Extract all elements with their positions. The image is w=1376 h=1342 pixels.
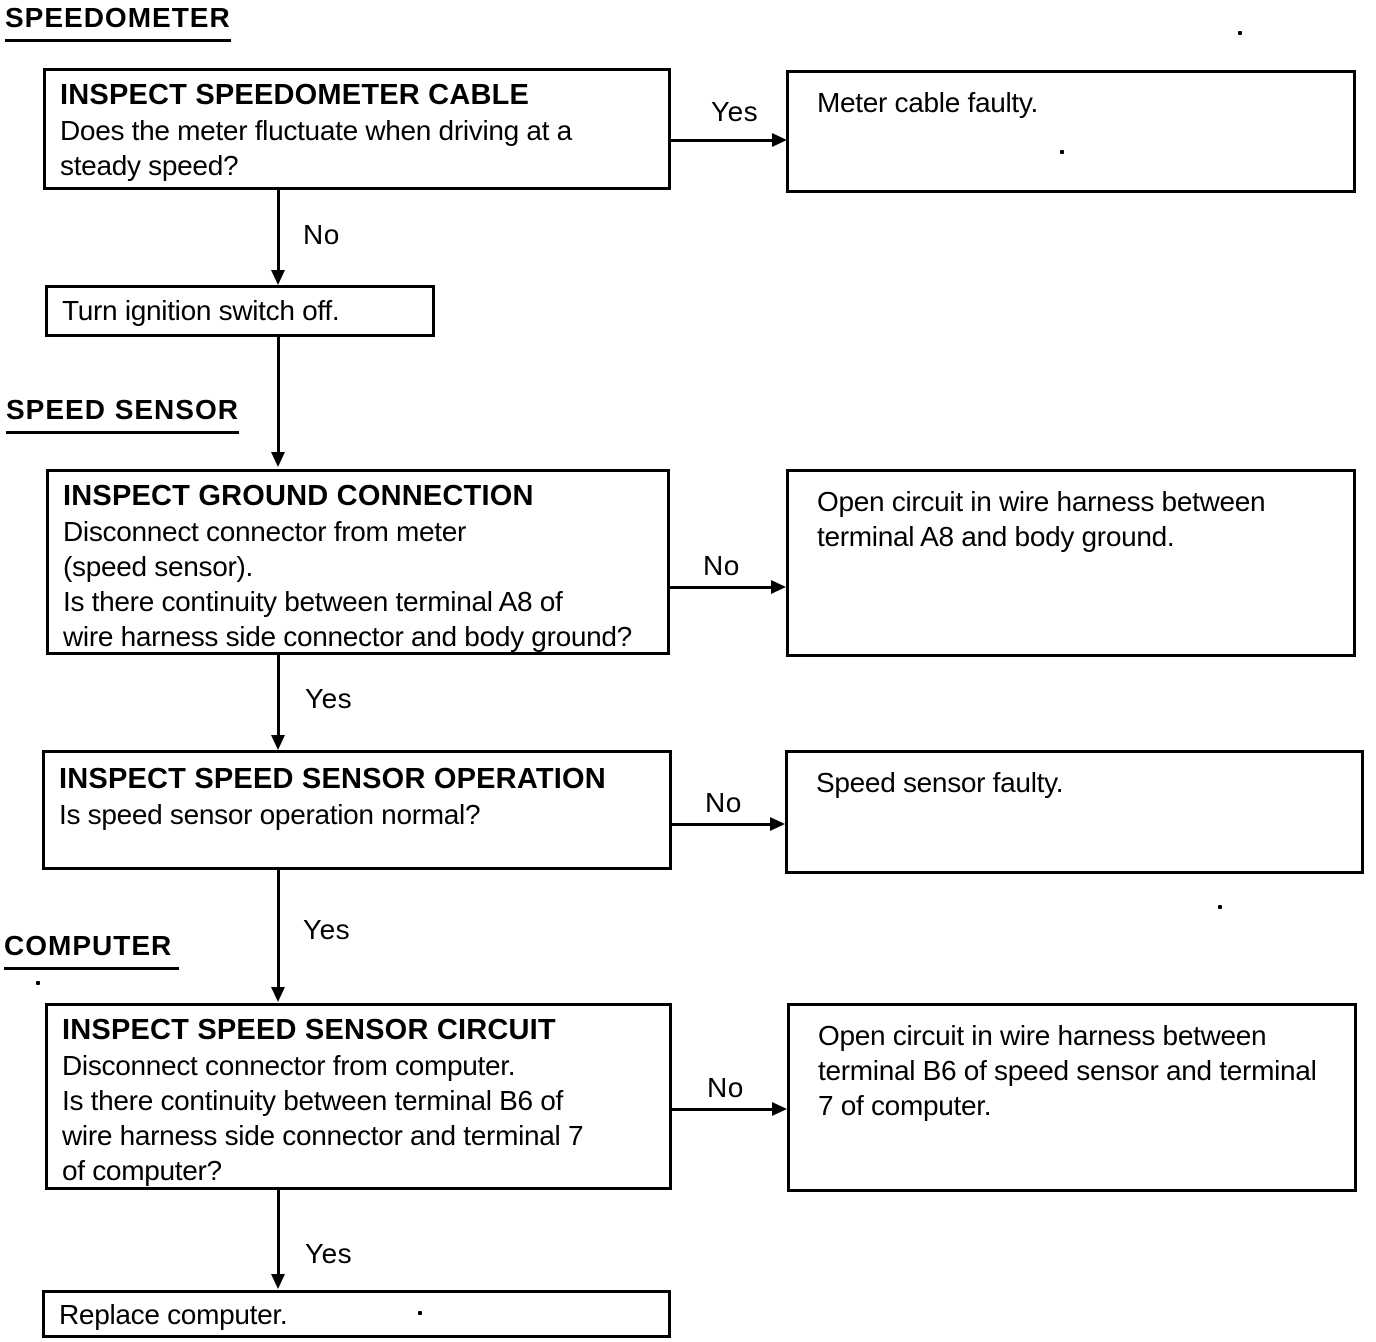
node-text-line: Meter cable faulty. <box>817 87 1038 118</box>
scan-speck <box>418 1311 422 1315</box>
arrowhead-icon <box>772 133 787 147</box>
node-text-line: (speed sensor). <box>63 551 254 582</box>
node-meter-cable-faulty: Meter cable faulty. <box>786 70 1356 193</box>
node-text-line: of computer? <box>62 1155 222 1186</box>
connector-line <box>670 823 772 826</box>
node-text-line: Disconnect connector from meter <box>63 516 467 547</box>
section-heading-speedometer: SPEEDOMETER <box>5 2 231 42</box>
node-text-line: Turn ignition switch off. <box>62 295 340 326</box>
edge-label-no: No <box>707 1072 744 1103</box>
edge-label-yes: Yes <box>303 914 351 945</box>
node-speed-sensor-faulty: Speed sensor faulty. <box>785 750 1364 874</box>
node-text-line: wire harness side connector and terminal… <box>62 1120 584 1151</box>
edge-label-yes: Yes <box>305 683 353 714</box>
arrowhead-icon <box>271 1274 285 1289</box>
scan-speck <box>36 981 40 985</box>
node-title: INSPECT GROUND CONNECTION <box>63 480 534 512</box>
node-inspect-speed-sensor-operation: INSPECT SPEED SENSOR OPERATION Is speed … <box>42 750 672 870</box>
node-text-line: Disconnect connector from computer. <box>62 1050 516 1081</box>
node-title: INSPECT SPEED SENSOR CIRCUIT <box>62 1014 556 1046</box>
arrowhead-icon <box>271 452 285 467</box>
node-text-line: wire harness side connector and body gro… <box>63 621 632 652</box>
node-text-line: Is there continuity between terminal B6 … <box>62 1085 564 1116</box>
node-open-circuit-a8: Open circuit in wire harness between ter… <box>786 469 1356 657</box>
connector-line <box>670 586 773 589</box>
node-open-circuit-b6: Open circuit in wire harness between ter… <box>787 1003 1357 1192</box>
connector-line <box>277 190 280 271</box>
node-text-line: terminal B6 of speed sensor and terminal <box>818 1055 1317 1086</box>
node-inspect-speedometer-cable: INSPECT SPEEDOMETER CABLE Does the meter… <box>43 68 671 190</box>
scan-speck <box>1218 905 1222 909</box>
node-replace-computer: Replace computer. <box>42 1290 671 1338</box>
node-text-line: 7 of computer. <box>818 1090 992 1121</box>
arrowhead-icon <box>271 987 285 1002</box>
connector-line <box>277 337 280 453</box>
node-text-line: Does the meter fluctuate when driving at… <box>60 115 572 146</box>
edge-label-no: No <box>705 787 742 818</box>
edge-label-no: No <box>303 219 340 250</box>
node-inspect-speed-sensor-circuit: INSPECT SPEED SENSOR CIRCUIT Disconnect … <box>45 1003 672 1190</box>
connector-line <box>671 139 773 142</box>
edge-label-yes: Yes <box>711 96 759 127</box>
arrowhead-icon <box>271 270 285 285</box>
scan-speck <box>1238 31 1242 35</box>
node-text-line: Open circuit in wire harness between <box>818 1020 1267 1051</box>
node-text-line: Replace computer. <box>59 1299 288 1330</box>
node-text-line: Is speed sensor operation normal? <box>59 799 481 830</box>
arrowhead-icon <box>271 735 285 750</box>
arrowhead-icon <box>770 817 785 831</box>
section-heading-computer: COMPUTER <box>4 930 179 970</box>
node-turn-ignition-switch-off: Turn ignition switch off. <box>45 285 435 337</box>
scan-speck <box>1060 150 1064 154</box>
node-text-line: terminal A8 and body ground. <box>817 521 1175 552</box>
arrowhead-icon <box>771 580 786 594</box>
connector-line <box>277 870 280 988</box>
edge-label-yes: Yes <box>305 1238 353 1269</box>
node-title: INSPECT SPEEDOMETER CABLE <box>60 79 530 111</box>
node-text-line: Speed sensor faulty. <box>816 767 1064 798</box>
node-text-line: Is there continuity between terminal A8 … <box>63 586 563 617</box>
connector-line <box>277 655 280 736</box>
connector-line <box>277 1190 280 1275</box>
edge-label-no: No <box>703 550 740 581</box>
node-title: INSPECT SPEED SENSOR OPERATION <box>59 763 606 795</box>
node-text-line: steady speed? <box>60 150 239 181</box>
section-heading-speed-sensor: SPEED SENSOR <box>6 394 239 434</box>
arrowhead-icon <box>772 1102 787 1116</box>
node-inspect-ground-connection: INSPECT GROUND CONNECTION Disconnect con… <box>46 469 670 655</box>
connector-line <box>672 1108 774 1111</box>
node-text-line: Open circuit in wire harness between <box>817 486 1266 517</box>
